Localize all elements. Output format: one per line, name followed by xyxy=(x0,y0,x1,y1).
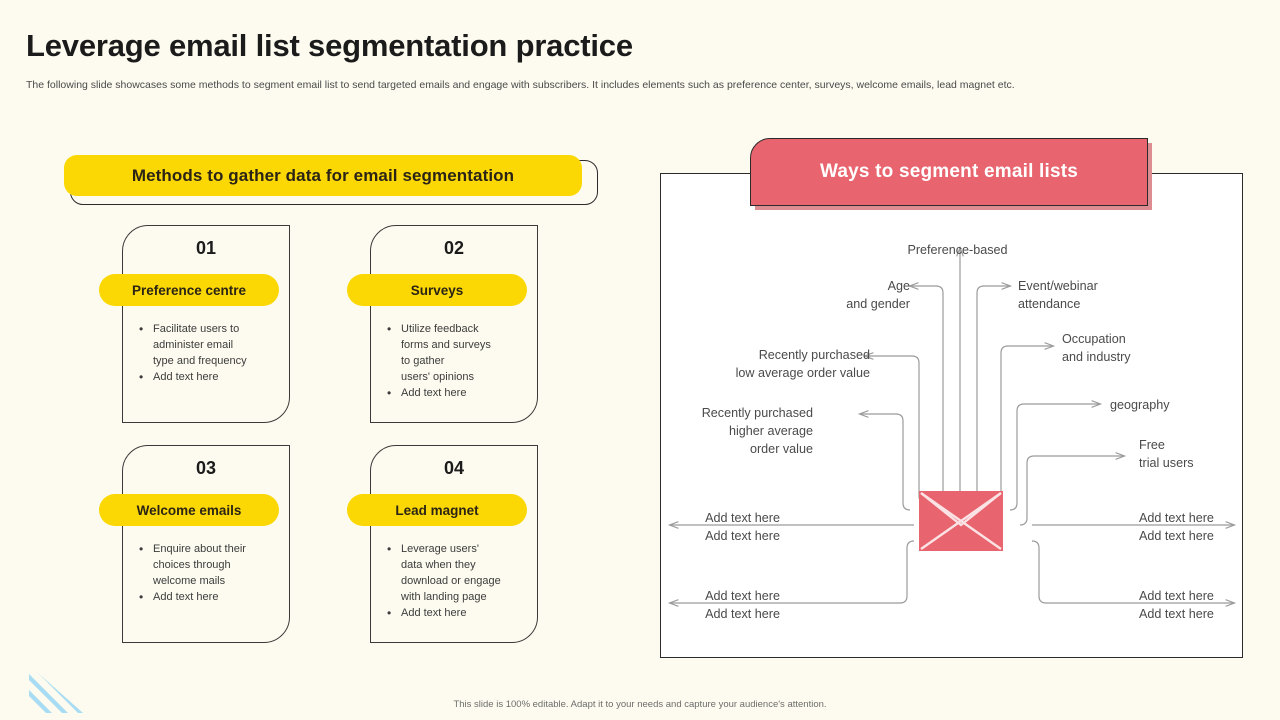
list-item: • Add text here xyxy=(387,605,529,621)
card-bullet-list: • Utilize feedback forms and surveys to … xyxy=(387,321,529,401)
card-number: 02 xyxy=(443,238,465,258)
ways-banner-label: Ways to segment email lists xyxy=(819,161,1079,182)
card-number: 03 xyxy=(195,458,217,478)
method-card-03[interactable]: 03 Welcome emails • Enquire about their … xyxy=(99,445,290,643)
card-title: Preference centre xyxy=(131,282,247,298)
method-card-01[interactable]: 01 Preference centre • Facilitate users … xyxy=(99,225,290,423)
list-item: • Add text here xyxy=(387,385,529,401)
list-item: • Add text here xyxy=(139,589,281,605)
list-item: • Add text here xyxy=(139,369,281,385)
segment-label-higher-order-value: Recently purchased higher average order … xyxy=(701,406,813,456)
list-item: • Leverage users' data when they downloa… xyxy=(387,541,529,605)
card-number: 01 xyxy=(195,238,217,258)
bullet-text: Add text here xyxy=(153,371,219,383)
bullet-text: Add text here xyxy=(401,607,467,619)
bullet-dot-icon: • xyxy=(387,606,392,620)
bullet-dot-icon: • xyxy=(387,542,392,556)
method-card-04[interactable]: 04 Lead magnet • Leverage users' data wh… xyxy=(347,445,538,643)
ways-banner-box: Ways to segment email lists xyxy=(750,138,1148,206)
segment-label-right-mid-placeholder: Add text here Add text here xyxy=(1139,511,1214,543)
segment-label-right-bottom-placeholder: Add text here Add text here xyxy=(1139,589,1214,621)
bullet-dot-icon: • xyxy=(139,590,144,604)
methods-panel: Methods to gather data for email segment… xyxy=(64,155,604,655)
segment-label-preference-based: Preference-based xyxy=(907,243,1008,257)
bullet-text: Add text here xyxy=(153,591,219,603)
card-bullet-list: • Facilitate users to administer email t… xyxy=(139,321,281,385)
bullet-text: Leverage users' data when they download … xyxy=(401,543,501,603)
list-item: • Utilize feedback forms and surveys to … xyxy=(387,321,529,385)
bullet-text: Enquire about their choices through welc… xyxy=(153,543,246,587)
segmentation-panel xyxy=(660,173,1243,658)
segment-label-free-trial-users: Free trial users xyxy=(1139,438,1194,470)
card-number: 04 xyxy=(443,458,465,478)
page-title: Leverage email list segmentation practic… xyxy=(26,28,633,63)
card-title-pill: Welcome emails xyxy=(99,494,279,526)
bullet-dot-icon: • xyxy=(139,542,144,556)
page-subtitle: The following slide showcases some metho… xyxy=(26,79,1015,91)
segment-label-event-webinar: Event/webinar attendance xyxy=(1018,279,1098,311)
method-card-02[interactable]: 02 Surveys • Utilize feedback forms and … xyxy=(347,225,538,423)
bullet-dot-icon: • xyxy=(387,386,392,400)
segment-label-low-order-value: Recently purchased low average order val… xyxy=(735,348,870,380)
card-title-pill: Lead magnet xyxy=(347,494,527,526)
segment-label-age-gender: Age and gender xyxy=(846,279,910,311)
methods-banner-label: Methods to gather data for email segment… xyxy=(131,165,515,185)
company-logo xyxy=(25,663,87,715)
methods-banner-pill: Methods to gather data for email segment… xyxy=(64,155,582,196)
bullet-text: Add text here xyxy=(401,387,467,399)
card-title: Welcome emails xyxy=(136,502,242,518)
bullet-text: Utilize feedback forms and surveys to ga… xyxy=(401,323,491,383)
envelope-icon xyxy=(919,491,1003,551)
card-title-pill: Preference centre xyxy=(99,274,279,306)
segment-label-occupation-industry: Occupation and industry xyxy=(1062,332,1131,364)
list-item: • Enquire about their choices through we… xyxy=(139,541,281,589)
bullet-dot-icon: • xyxy=(387,322,392,336)
card-bullet-list: • Enquire about their choices through we… xyxy=(139,541,281,605)
methods-banner: Methods to gather data for email segment… xyxy=(64,155,598,205)
segment-label-geography: geography xyxy=(1110,398,1170,412)
footer-note: This slide is 100% editable. Adapt it to… xyxy=(453,699,827,710)
list-item: • Facilitate users to administer email t… xyxy=(139,321,281,369)
bullet-dot-icon: • xyxy=(139,322,144,336)
segment-label-left-mid-placeholder: Add text here Add text here xyxy=(705,511,780,543)
bullet-text: Facilitate users to administer email typ… xyxy=(153,323,247,367)
card-title: Surveys xyxy=(410,282,464,298)
card-title: Lead magnet xyxy=(395,502,479,518)
bullet-dot-icon: • xyxy=(139,370,144,384)
card-bullet-list: • Leverage users' data when they downloa… xyxy=(387,541,529,621)
card-title-pill: Surveys xyxy=(347,274,527,306)
ways-banner: Ways to segment email lists xyxy=(750,138,1152,210)
segment-label-left-bottom-placeholder: Add text here Add text here xyxy=(705,589,780,621)
